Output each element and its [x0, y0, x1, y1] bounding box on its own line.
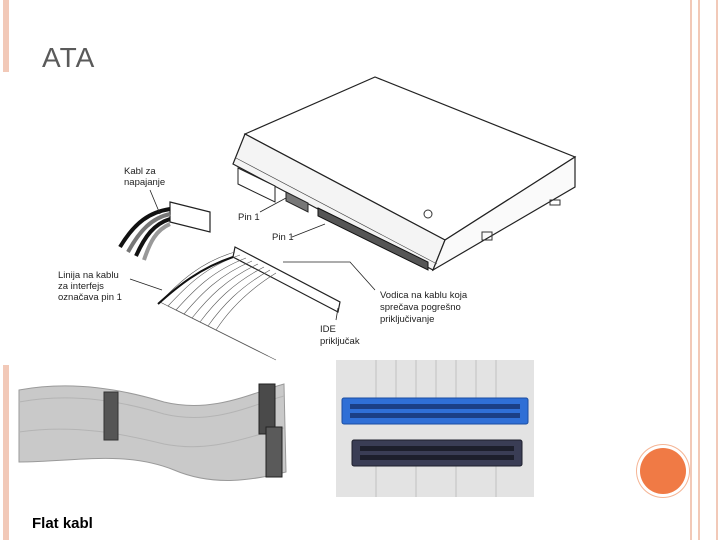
- left-accent-bar-top: [3, 0, 9, 72]
- blue-ide-connector: [341, 397, 529, 425]
- right-rail-3: [716, 0, 718, 540]
- power-socket: [237, 167, 276, 203]
- left-accent-bar-bottom: [3, 365, 9, 540]
- drive-side-face: [431, 155, 576, 272]
- label-ide-2: priključak: [320, 336, 360, 347]
- ide-connectors-photo: [336, 360, 534, 497]
- decorative-circle: [640, 448, 686, 494]
- label-power-cable-1: Kabl za: [124, 166, 156, 177]
- label-stripe-2: za interfejs: [58, 281, 104, 292]
- right-rail-2: [698, 0, 700, 540]
- label-pin1-b: Pin 1: [272, 232, 294, 243]
- label-stripe-3: označava pin 1: [58, 292, 122, 303]
- label-key-3: priključivanje: [380, 314, 434, 325]
- black-ide-connector: [351, 439, 523, 467]
- label-pin1-a: Pin 1: [238, 212, 260, 223]
- slide-title: ATA: [42, 42, 96, 73]
- slide-caption: Flat kabl: [32, 515, 93, 532]
- ata-drive-diagram: Kabl za napajanje Pin 1 Pin 1 Linija na …: [58, 76, 577, 361]
- cable-connector-3: [265, 426, 283, 478]
- cable-connector-1: [103, 391, 119, 441]
- flat-cable-photo: [14, 362, 288, 502]
- ide-socket-pins: [317, 207, 429, 271]
- label-key-2: sprečava pogrešno: [380, 302, 461, 313]
- label-ide-1: IDE: [320, 324, 336, 335]
- ribbon-cable: [157, 246, 341, 361]
- label-key-1: Vodica na kablu koja: [380, 290, 468, 301]
- label-power-cable-2: napajanje: [124, 177, 165, 188]
- right-rail-1: [690, 0, 692, 540]
- label-stripe-1: Linija na kablu: [58, 270, 119, 281]
- power-cable: [118, 201, 211, 261]
